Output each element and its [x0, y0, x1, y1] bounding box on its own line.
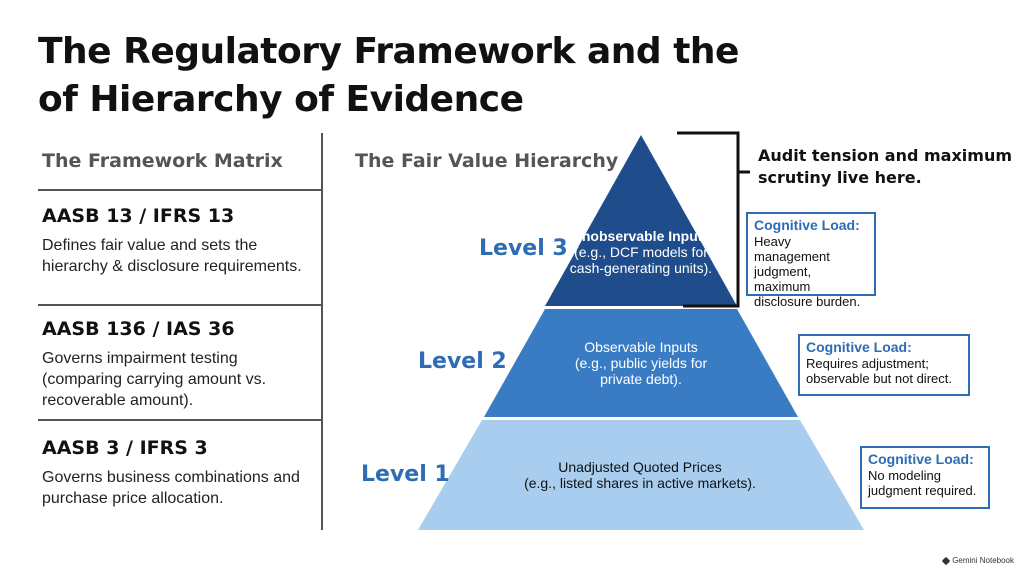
cognitive-load-text: Requires adjustment; observable but not … [806, 356, 952, 386]
column-divider [321, 133, 323, 530]
standard-aasb3: AASB 3 / IFRS 3 Governs business combina… [42, 437, 317, 509]
standard-name: AASB 136 / IAS 36 [42, 318, 235, 340]
standard-aasb136: AASB 136 / IAS 36 Governs impairment tes… [42, 318, 317, 411]
level-1-example: (e.g., listed shares in active markets). [524, 475, 756, 491]
pyramid-tier-level-3 [545, 135, 737, 306]
standard-name: AASB 3 / IFRS 3 [42, 437, 208, 459]
level-2-name: Observable Inputs [584, 339, 698, 355]
title-line-2: of Hierarchy of Evidence [38, 79, 524, 120]
standard-description: Defines fair value and sets the hierarch… [42, 237, 302, 275]
standard-description: Governs business combinations and purcha… [42, 469, 300, 507]
standard-aasb13: AASB 13 / IFRS 13 Defines fair value and… [42, 205, 317, 277]
level-3-example: (e.g., DCF models for cash-generating un… [569, 244, 713, 276]
level-3-label: Level 3 [479, 236, 568, 261]
matrix-divider-top [38, 189, 321, 191]
cognitive-load-text: No modeling judgment required. [868, 468, 977, 498]
pyramid-tier-level-2 [484, 309, 798, 417]
framework-matrix-heading: The Framework Matrix [42, 150, 283, 172]
cognitive-load-box-level-3: Cognitive Load: Heavy management judgmen… [746, 212, 876, 309]
cognitive-load-text: Heavy management judgment, maximum discl… [754, 234, 861, 309]
cognitive-load-box-level-2: Cognitive Load: Requires adjustment; obs… [798, 334, 970, 396]
level-1-label: Level 1 [361, 462, 450, 487]
page-title: The Regulatory Framework and the of Hier… [38, 28, 798, 124]
matrix-divider-1 [38, 304, 321, 306]
level-2-example: (e.g., public yields for private debt). [574, 355, 708, 387]
level-3-name: Unobservable Inputs [571, 228, 711, 244]
level-1-text: Unadjusted Quoted Prices (e.g., listed s… [490, 459, 790, 491]
level-1-name: Unadjusted Quoted Prices [558, 459, 722, 475]
matrix-divider-2 [38, 419, 321, 421]
cognitive-load-box-level-1: Cognitive Load: No modeling judgment req… [860, 446, 990, 509]
level-2-label: Level 2 [418, 349, 507, 374]
pyramid-tier-level-1 [418, 420, 864, 530]
standard-description: Governs impairment testing (comparing ca… [42, 350, 267, 409]
level-3-text: Unobservable Inputs (e.g., DCF models fo… [561, 228, 721, 276]
title-line-1: The Regulatory Framework and the [38, 31, 739, 72]
watermark: Gemini Notebook [941, 556, 1014, 565]
standard-name: AASB 13 / IFRS 13 [42, 205, 235, 227]
cognitive-load-heading: Cognitive Load: [754, 217, 860, 233]
audit-tension-note: Audit tension and maximum scrutiny live … [758, 146, 1012, 187]
level-2-text: Observable Inputs (e.g., public yields f… [558, 339, 724, 387]
sparkle-icon [941, 556, 951, 565]
audit-bracket [677, 131, 740, 308]
cognitive-load-heading: Cognitive Load: [806, 339, 912, 355]
fair-value-hierarchy-heading: The Fair Value Hierarchy [355, 150, 619, 172]
cognitive-load-heading: Cognitive Load: [868, 451, 974, 467]
watermark-text: Gemini Notebook [952, 556, 1014, 565]
